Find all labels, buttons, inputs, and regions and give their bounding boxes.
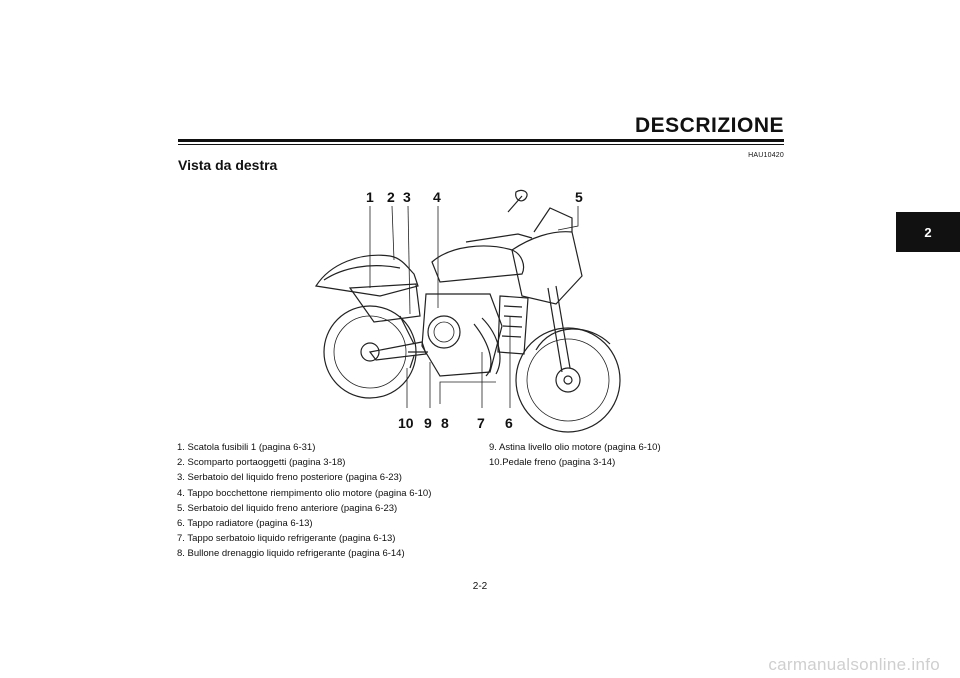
legend-item: 5. Serbatoio del liquido freno anteriore…	[177, 502, 398, 514]
parts-legend-left: 1. Scatola fusibili 1 (pagina 6-31) 2. S…	[177, 440, 431, 562]
legend-item: 6. Tappo radiatore (pagina 6-13)	[177, 518, 313, 530]
page-title: DESCRIZIONE	[634, 114, 784, 137]
callout-10: 10	[398, 415, 414, 431]
callout-2: 2	[387, 189, 395, 205]
parts-legend-right: 9. Astina livello olio motore (pagina 6-…	[489, 440, 661, 470]
callout-6: 6	[505, 415, 513, 431]
motorcycle-diagram: 1 2 3 4 5 6 7 8 9 10	[290, 176, 650, 438]
header-rule	[178, 139, 784, 142]
legend-item: 4. Tappo bocchettone riempimento olio mo…	[177, 487, 432, 499]
legend-item: 2. Scomparto portaoggetti (pagina 3-18)	[177, 457, 346, 469]
callout-4: 4	[433, 189, 441, 205]
callout-3: 3	[403, 189, 411, 205]
front-wheel	[515, 327, 621, 433]
reference-code: HAU10420	[748, 152, 784, 159]
legend-item: 7. Tappo serbatoio liquido refrigerante …	[177, 533, 396, 545]
section-heading: Vista da destra	[178, 157, 278, 173]
page-number: 2-2	[472, 581, 488, 592]
legend-item: 1. Scatola fusibili 1 (pagina 6-31)	[177, 442, 316, 453]
chapter-tab: 2	[896, 212, 960, 252]
motorcycle-illustration: 1 2 3 4 5 6 7 8 9 10	[315, 189, 621, 433]
callout-7: 7	[477, 415, 485, 431]
callout-1: 1	[366, 189, 374, 205]
legend-item: 9. Astina livello olio motore (pagina 6-…	[489, 442, 661, 453]
callout-9: 9	[424, 415, 432, 431]
callout-5: 5	[575, 189, 583, 205]
legend-item: 3. Serbatoio del liquido freno posterior…	[177, 472, 402, 484]
callout-8: 8	[441, 415, 449, 431]
header-rule-thin	[178, 144, 784, 145]
legend-item: 10.Pedale freno (pagina 3-14)	[489, 457, 616, 469]
watermark: carmanualsonline.info	[768, 655, 940, 674]
legend-item: 8. Bullone drenaggio liquido refrigerant…	[177, 548, 405, 560]
